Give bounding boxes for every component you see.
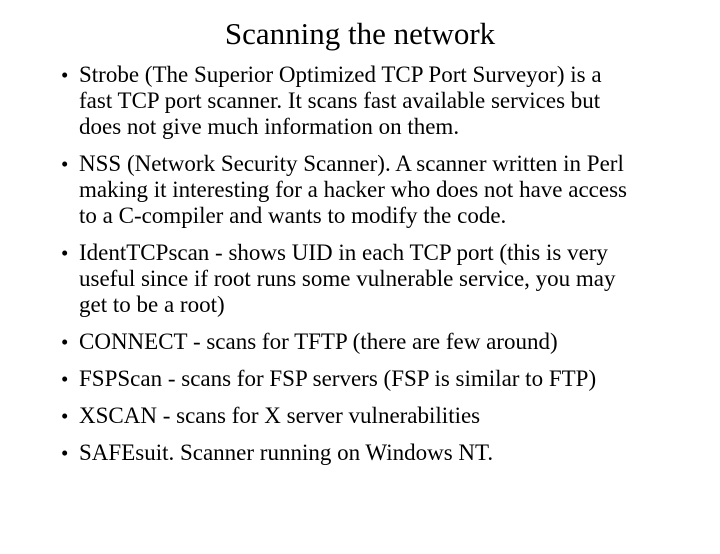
- presentation-slide: Scanning the network • Strobe (The Super…: [0, 14, 720, 554]
- bullet-icon: •: [61, 63, 69, 87]
- bullet-icon: •: [61, 441, 69, 465]
- bullet-icon: •: [61, 241, 69, 265]
- bullet-line: IdentTCPscan - shows UID in each TCP por…: [79, 240, 608, 265]
- bullet-item-safesuit: • SAFEsuit. Scanner running on Windows N…: [61, 440, 671, 466]
- bullet-line: fast TCP port scanner. It scans fast ava…: [79, 88, 601, 113]
- bullet-list: • Strobe (The Superior Optimized TCP Por…: [61, 62, 671, 466]
- bullet-text: NSS (Network Security Scanner). A scanne…: [79, 151, 671, 229]
- bullet-icon: •: [61, 367, 69, 391]
- bullet-text: SAFEsuit. Scanner running on Windows NT.: [79, 440, 671, 466]
- bullet-line: XSCAN - scans for X server vulnerabiliti…: [79, 403, 481, 428]
- bullet-text: FSPScan - scans for FSP servers (FSP is …: [79, 366, 671, 392]
- bullet-item-identtcpscan: • IdentTCPscan - shows UID in each TCP p…: [61, 240, 671, 318]
- bullet-item-nss: • NSS (Network Security Scanner). A scan…: [61, 151, 671, 229]
- bullet-text: XSCAN - scans for X server vulnerabiliti…: [79, 403, 671, 429]
- bullet-text: Strobe (The Superior Optimized TCP Port …: [79, 62, 671, 140]
- bullet-line: does not give much information on them.: [79, 114, 460, 139]
- bullet-line: SAFEsuit. Scanner running on Windows NT.: [79, 440, 494, 465]
- bullet-line: NSS (Network Security Scanner). A scanne…: [79, 151, 624, 176]
- bullet-text: CONNECT - scans for TFTP (there are few …: [79, 329, 671, 355]
- slide-title: Scanning the network: [224, 16, 496, 51]
- bullet-item-strobe: • Strobe (The Superior Optimized TCP Por…: [61, 62, 671, 140]
- bullet-item-connect: • CONNECT - scans for TFTP (there are fe…: [61, 329, 671, 355]
- bullet-line: get to be a root): [79, 292, 225, 317]
- bullet-item-xscan: • XSCAN - scans for X server vulnerabili…: [61, 403, 671, 429]
- bullet-icon: •: [61, 152, 69, 176]
- bullet-line: useful since if root runs some vulnerabl…: [79, 266, 616, 291]
- bullet-text: IdentTCPscan - shows UID in each TCP por…: [79, 240, 671, 318]
- bullet-icon: •: [61, 404, 69, 428]
- bullet-line: to a C-compiler and wants to modify the …: [79, 203, 507, 228]
- bullet-line: FSPScan - scans for FSP servers (FSP is …: [79, 366, 597, 391]
- bullet-icon: •: [61, 330, 69, 354]
- bullet-item-fspscan: • FSPScan - scans for FSP servers (FSP i…: [61, 366, 671, 392]
- bullet-line: Strobe (The Superior Optimized TCP Port …: [79, 62, 602, 87]
- bullet-line: making it interesting for a hacker who d…: [79, 177, 627, 202]
- bullet-line: CONNECT - scans for TFTP (there are few …: [79, 329, 558, 354]
